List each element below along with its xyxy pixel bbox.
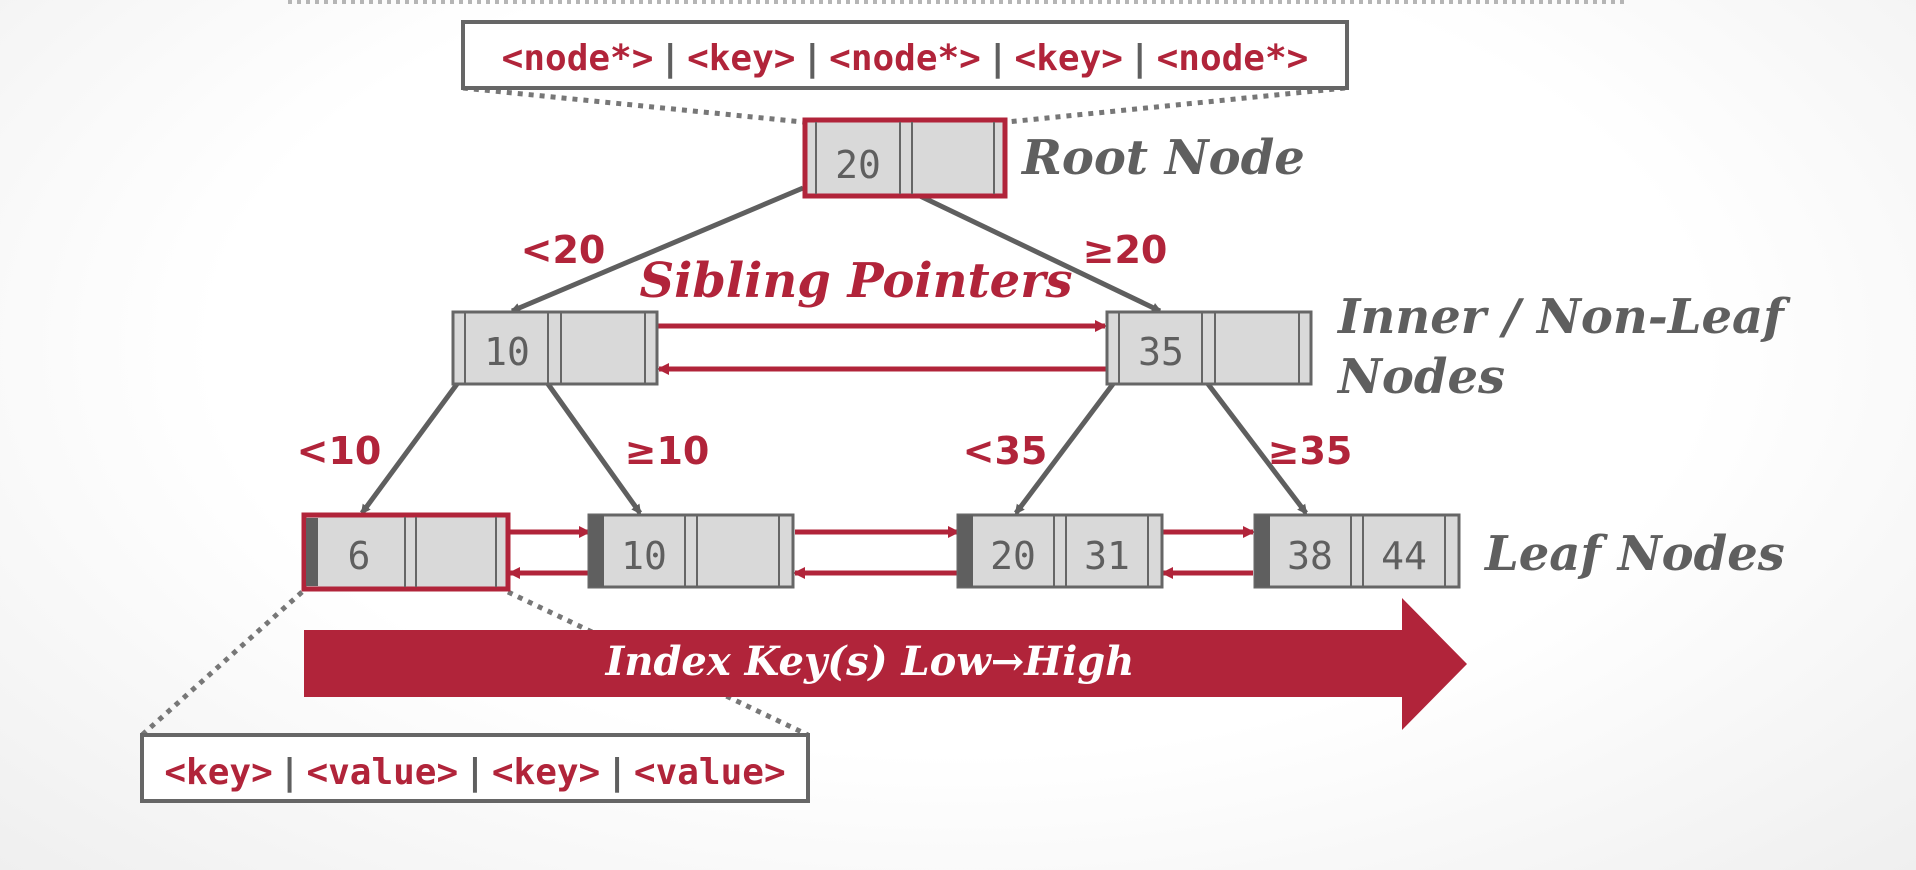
leaf-node-3-key-1: 20 — [990, 534, 1036, 578]
leaf-node-1-key-1: 6 — [348, 534, 371, 578]
leaf-nodes-label: Leaf Nodes — [1483, 526, 1785, 582]
root-zoom-line-right — [1006, 85, 1346, 125]
leaf-format-key-1: <key> — [164, 752, 272, 793]
edge-inner-right-to-leaf4 — [1206, 382, 1308, 515]
inner-nodes-label-line2: Nodes — [1336, 349, 1505, 405]
leaf-format-value-2: <value> — [634, 752, 786, 793]
root-format-text: <node*>|<key>|<node*>|<key>|<node*> — [502, 38, 1309, 79]
leaf-format-box — [140, 733, 810, 803]
edge-label-inner-right-right: ≥35 — [1268, 429, 1353, 473]
leaf-node-3: 20 31 — [956, 513, 1164, 589]
sibling-pointers-label: Sibling Pointers — [639, 253, 1072, 309]
leaf-node-2: 10 — [587, 513, 795, 589]
index-key-order-label: Index Key(s) Low→High — [605, 638, 1135, 685]
leaf-node-2-key-1: 10 — [621, 534, 667, 578]
inner-node-left-key-1: 10 — [484, 330, 530, 374]
root-format-key-1: <key> — [687, 38, 795, 79]
leaf-node-1: 6 — [301, 512, 511, 592]
edge-root-to-inner-right — [918, 193, 1162, 314]
inner-node-right: 35 — [1105, 310, 1313, 386]
root-format-node-ptr-2: <node*> — [829, 38, 981, 79]
leaf-node-4-key-1: 38 — [1287, 534, 1333, 578]
leaf-format-text: <key>|<value>|<key>|<value> — [164, 752, 785, 793]
edge-label-inner-left-left: <10 — [297, 429, 382, 473]
edge-inner-right-to-leaf3 — [1014, 382, 1115, 515]
root-zoom-line-left — [462, 85, 804, 125]
leaf-format-key-2: <key> — [492, 752, 600, 793]
root-format-key-2: <key> — [1015, 38, 1123, 79]
root-format-box — [461, 20, 1349, 90]
edge-inner-left-to-leaf1 — [359, 382, 460, 515]
leaf-zoom-line-left — [140, 590, 304, 737]
root-node-key-1: 20 — [835, 143, 881, 187]
edge-label-inner-right-left: <35 — [963, 429, 1048, 473]
edge-root-to-inner-left — [510, 185, 804, 314]
root-node-label: Root Node — [1020, 130, 1305, 186]
root-format-node-ptr-3: <node*> — [1157, 38, 1309, 79]
edge-inner-left-to-leaf2 — [545, 382, 643, 515]
edge-label-root-left: <20 — [521, 228, 606, 272]
inner-node-left: 10 — [451, 310, 659, 386]
inner-node-right-key-1: 35 — [1138, 330, 1184, 374]
index-key-order-arrow — [304, 598, 1467, 730]
inner-nodes-label-line1: Inner / Non-Leaf — [1336, 289, 1791, 345]
root-format-node-ptr-1: <node*> — [502, 38, 654, 79]
root-node: 20 — [802, 117, 1008, 199]
leaf-node-4-key-2: 44 — [1381, 534, 1427, 578]
edge-label-root-right: ≥20 — [1083, 228, 1168, 272]
leaf-format-value-1: <value> — [306, 752, 458, 793]
edge-label-inner-left-right: ≥10 — [625, 429, 710, 473]
leaf-node-4: 38 44 — [1253, 513, 1461, 589]
leaf-node-3-key-2: 31 — [1084, 534, 1130, 578]
